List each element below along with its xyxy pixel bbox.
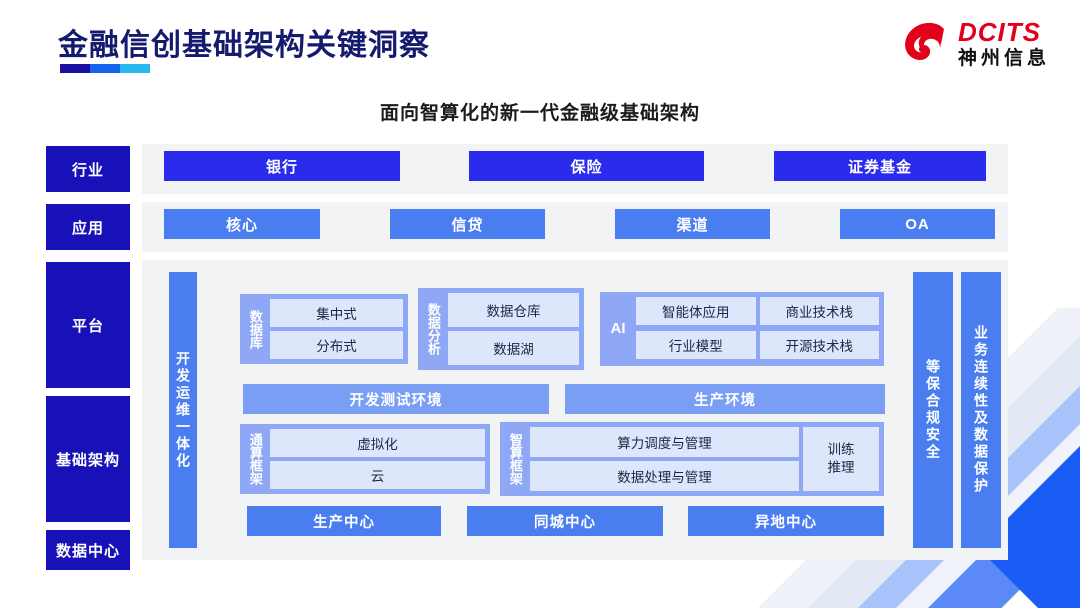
- application-row-panel: 核心 信贷 渠道 OA: [142, 202, 1008, 252]
- datacenter-production[interactable]: 生产中心: [247, 506, 441, 536]
- industry-chip-bank[interactable]: 银行: [164, 151, 400, 181]
- chip-compute-scheduling[interactable]: 算力调度与管理: [530, 427, 799, 457]
- datacenter-same-city[interactable]: 同城中心: [467, 506, 663, 536]
- layer-label-datacenter: 数据中心: [46, 530, 130, 570]
- industry-chip-insurance[interactable]: 保险: [469, 151, 704, 181]
- layer-label-platform: 平台: [46, 262, 130, 388]
- group-ai: AI 智能体应用 商业技术栈 行业模型 开源技术栈: [600, 292, 884, 366]
- layer-label-application: 应用: [46, 204, 130, 250]
- application-chip-core[interactable]: 核心: [164, 209, 320, 239]
- chip-virtualization[interactable]: 虚拟化: [270, 429, 485, 457]
- chip-commercial-stack[interactable]: 商业技术栈: [759, 297, 879, 325]
- env-bar-production[interactable]: 生产环境: [565, 384, 885, 414]
- group-data-analysis: 数据分析 数据仓库 数据湖: [418, 288, 584, 370]
- sidebar-business-continuity: 业务连续性及数据保护: [961, 272, 1001, 548]
- chip-inference-label: 推理: [827, 460, 855, 475]
- page-title: 金融信创基础架构关键洞察: [58, 29, 430, 62]
- sidebar-devops-integration: 开发运维一体化: [169, 272, 197, 548]
- chip-opensource-stack[interactable]: 开源技术栈: [759, 331, 879, 359]
- application-chip-credit[interactable]: 信贷: [390, 209, 545, 239]
- application-chip-oa[interactable]: OA: [840, 209, 995, 239]
- group-general-compute-framework: 通算框架 虚拟化 云: [240, 424, 490, 494]
- dcits-logo: DCITS 神州信息: [900, 18, 1050, 68]
- group-label-general-compute: 通算框架: [247, 433, 263, 485]
- datacenter-remote[interactable]: 异地中心: [688, 506, 884, 536]
- chip-cloud[interactable]: 云: [270, 461, 485, 489]
- env-bar-dev-test[interactable]: 开发测试环境: [243, 384, 549, 414]
- page-subtitle: 面向智算化的新一代金融级基础架构: [379, 103, 700, 124]
- application-chip-channel[interactable]: 渠道: [615, 209, 770, 239]
- title-underline-rule: [60, 64, 150, 73]
- industry-chip-securities[interactable]: 证券基金: [774, 151, 986, 181]
- layer-label-infrastructure: 基础架构: [46, 396, 130, 522]
- group-label-database: 数据库: [247, 309, 263, 349]
- chip-agent-application[interactable]: 智能体应用: [636, 297, 756, 325]
- chip-training-inference[interactable]: 训练 推理: [803, 427, 879, 491]
- sidebar-security-compliance: 等保合规安全: [913, 272, 953, 548]
- logo-text-en: DCITS: [957, 16, 1041, 47]
- group-label-ai-compute: 智算框架: [507, 433, 523, 485]
- chip-training-label: 训练: [827, 441, 855, 457]
- group-ai-compute-framework: 智算框架 算力调度与管理 数据处理与管理 训练 推理: [500, 422, 884, 496]
- chip-centralized[interactable]: 集中式: [270, 299, 403, 327]
- group-database: 数据库 集中式 分布式: [240, 294, 408, 364]
- logo-text-cn: 神州信息: [957, 47, 1050, 69]
- chip-data-processing[interactable]: 数据处理与管理: [530, 461, 799, 491]
- dcits-swirl-icon: [900, 18, 950, 68]
- group-label-ai: AI: [610, 320, 626, 338]
- industry-row-panel: 银行 保险 证券基金: [142, 144, 1008, 194]
- group-label-data-analysis: 数据分析: [425, 303, 441, 355]
- chip-data-warehouse[interactable]: 数据仓库: [448, 293, 579, 327]
- chip-data-lake[interactable]: 数据湖: [448, 331, 579, 365]
- chip-distributed[interactable]: 分布式: [270, 331, 403, 359]
- chip-industry-model[interactable]: 行业模型: [636, 331, 756, 359]
- layer-label-industry: 行业: [46, 146, 130, 192]
